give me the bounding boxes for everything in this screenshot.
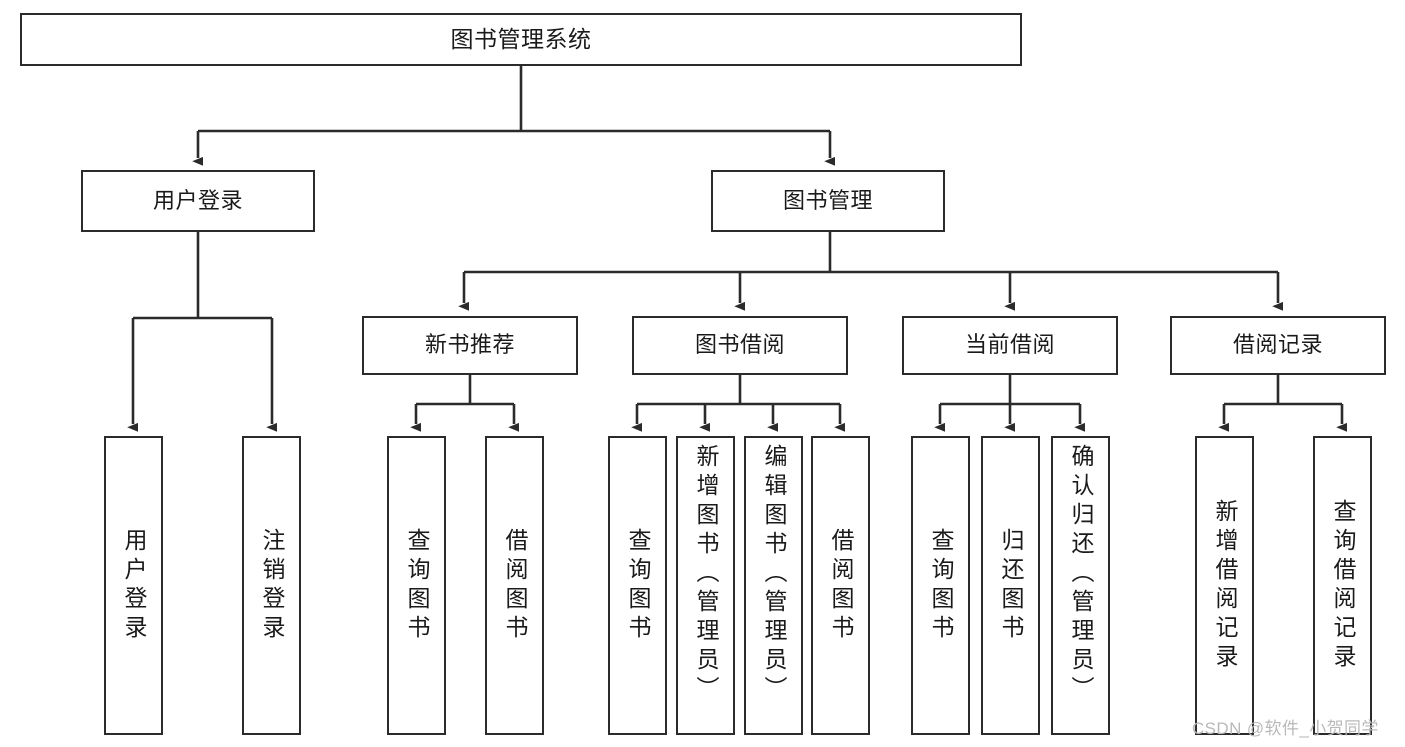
node-label: 图书管理系统 <box>450 25 592 52</box>
node-root-system[interactable]: 图书管理系统 <box>20 13 1022 66</box>
node-label: 借阅图书 <box>502 527 528 644</box>
node-label: 图书借阅 <box>694 332 785 358</box>
node-label: 借阅记录 <box>1232 332 1323 358</box>
node-label: 借阅图书 <box>828 527 854 644</box>
leaf-user-login-logout[interactable]: 注销登录 <box>242 436 301 735</box>
node-label: 归还图书 <box>998 527 1024 644</box>
leaf-current-return-book[interactable]: 归还图书 <box>981 436 1040 735</box>
watermark: CSDN @软件_小贺同学 <box>1192 719 1379 738</box>
node-label: 新增图书（管理员） <box>693 444 719 705</box>
node-label: 当前借阅 <box>964 332 1055 358</box>
leaf-recommend-borrow-book[interactable]: 借阅图书 <box>485 436 544 735</box>
node-label: 查询图书 <box>928 527 954 644</box>
leaf-record-add-record[interactable]: 新增借阅记录 <box>1195 436 1254 735</box>
node-book-management[interactable]: 图书管理 <box>711 170 945 232</box>
leaf-borrow-query-book[interactable]: 查询图书 <box>608 436 667 735</box>
leaf-borrow-borrow-book[interactable]: 借阅图书 <box>811 436 870 735</box>
leaf-current-confirm-return[interactable]: 确认归还（管理员） <box>1051 436 1110 735</box>
node-label: 查询图书 <box>404 527 430 644</box>
node-label: 新书推荐 <box>424 332 515 358</box>
leaf-current-query-book[interactable]: 查询图书 <box>911 436 970 735</box>
leaf-borrow-edit-book[interactable]: 编辑图书（管理员） <box>744 436 803 735</box>
node-label: 编辑图书（管理员） <box>761 444 787 705</box>
node-label: 新增借阅记录 <box>1212 498 1238 673</box>
leaf-borrow-add-book[interactable]: 新增图书（管理员） <box>676 436 735 735</box>
leaf-record-query-record[interactable]: 查询借阅记录 <box>1313 436 1372 735</box>
node-label: 查询借阅记录 <box>1330 498 1356 673</box>
node-borrow-record[interactable]: 借阅记录 <box>1170 316 1386 375</box>
node-label: 图书管理 <box>782 187 873 213</box>
node-label: 确认归还（管理员） <box>1068 444 1094 705</box>
node-current-borrow[interactable]: 当前借阅 <box>902 316 1118 375</box>
node-label: 用户登录 <box>121 527 147 644</box>
node-new-book-recommend[interactable]: 新书推荐 <box>362 316 578 375</box>
leaf-recommend-query-book[interactable]: 查询图书 <box>387 436 446 735</box>
node-user-login[interactable]: 用户登录 <box>81 170 315 232</box>
leaf-user-login-login[interactable]: 用户登录 <box>104 436 163 735</box>
node-label: 查询图书 <box>625 527 651 644</box>
node-book-borrow[interactable]: 图书借阅 <box>632 316 848 375</box>
node-label: 注销登录 <box>259 527 285 644</box>
node-label: 用户登录 <box>152 187 243 213</box>
